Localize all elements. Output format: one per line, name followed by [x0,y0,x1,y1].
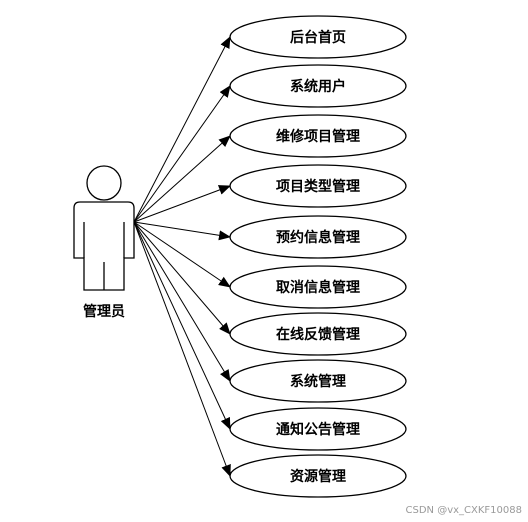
use-case-9: 通知公告管理 [229,407,407,451]
actor-label: 管理员 [83,303,125,320]
actor-body [73,201,135,291]
actor-head [86,165,122,201]
use-case-label: 资源管理 [290,468,346,485]
use-case-label: 后台首页 [290,29,346,46]
use-case-ellipse [229,15,407,59]
use-case-10: 资源管理 [229,454,407,498]
use-case-1: 后台首页 [229,15,407,59]
use-case-ellipse [229,454,407,498]
use-case-ellipse [229,359,407,403]
arrow-uc-5 [133,221,231,241]
use-case-4: 项目类型管理 [229,164,407,208]
arrow-uc-4 [133,185,231,223]
actor-figure [73,165,135,291]
use-case-label: 维修项目管理 [276,128,360,145]
arrow-uc-10 [133,221,231,477]
use-case-label: 系统用户 [290,78,346,95]
arrow-uc-6 [133,221,231,288]
association-arrows [133,36,231,477]
use-case-3: 维修项目管理 [229,114,407,158]
watermark: CSDN @vx_CXKF10088 [406,505,522,516]
arrow-uc-9 [133,221,231,430]
use-case-ellipse [229,215,407,259]
arrow-uc-3 [133,135,231,223]
use-case-8: 系统管理 [229,359,407,403]
use-case-6: 取消信息管理 [229,265,407,309]
use-case-ellipse [229,265,407,309]
arrow-uc-7 [133,221,231,335]
use-case-ellipse [229,164,407,208]
use-case-ellipse [229,114,407,158]
use-case-label: 预约信息管理 [276,229,360,246]
use-case-label: 取消信息管理 [276,279,360,296]
use-case-label: 系统管理 [290,373,346,390]
arrow-uc-2 [133,85,231,223]
use-case-ellipse [229,312,407,356]
use-case-label: 通知公告管理 [276,421,360,438]
use-case-5: 预约信息管理 [229,215,407,259]
use-case-list: 后台首页 系统用户 维修项目管理 项目类型管理 预约信息管理 取消信息管理 在线… [229,15,407,498]
use-case-7: 在线反馈管理 [229,312,407,356]
use-case-label: 在线反馈管理 [276,326,360,343]
use-case-ellipse [229,407,407,451]
use-case-label: 项目类型管理 [276,178,360,195]
use-case-2: 系统用户 [229,64,407,108]
arrow-uc-8 [133,221,231,382]
arrow-uc-1 [133,36,231,223]
use-case-ellipse [229,64,407,108]
